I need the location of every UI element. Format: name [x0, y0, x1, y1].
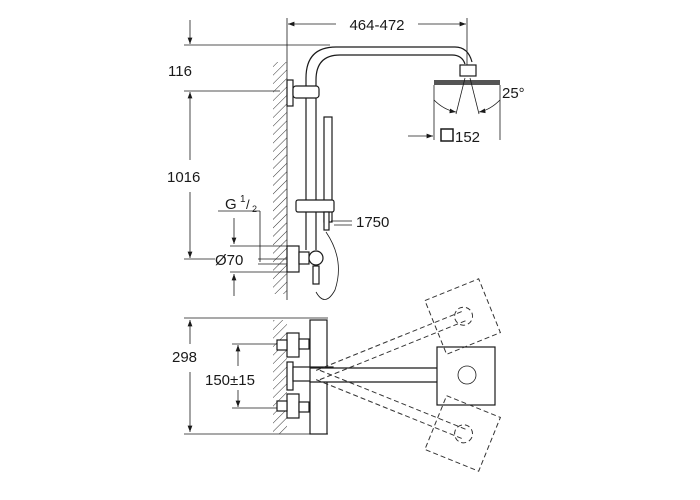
arm-reach-label: 464-472: [349, 17, 404, 34]
top-offset-label: 116: [168, 63, 192, 80]
spray-angle-label: 25°: [502, 85, 525, 102]
rosette-dimension: Ø70: [215, 218, 287, 296]
thread-g-label: G: [225, 196, 237, 213]
rosette-diameter-label: Ø70: [215, 252, 243, 269]
wall-hatch: [273, 62, 287, 294]
square-icon: [440, 128, 454, 142]
svg-text:/: /: [246, 197, 250, 212]
hose-length-label: 1750: [356, 214, 389, 231]
thread-denominator: 2: [252, 204, 257, 214]
head-size-label: 152: [455, 129, 480, 146]
top-offset-dimension: 116: [168, 20, 330, 80]
center-distance-label: 150±15: [205, 372, 255, 389]
top-view: 298 150±15: [172, 278, 502, 472]
thread-numerator: 1: [240, 194, 246, 205]
column-height-label: 1016: [167, 169, 200, 186]
column-height-dimension: 1016: [167, 90, 280, 260]
shower-column: [286, 46, 473, 300]
shower-head: 25° 152: [408, 64, 525, 146]
thread-dimension: G 1 / 2: [218, 194, 261, 262]
depth-label: 298: [172, 349, 197, 366]
